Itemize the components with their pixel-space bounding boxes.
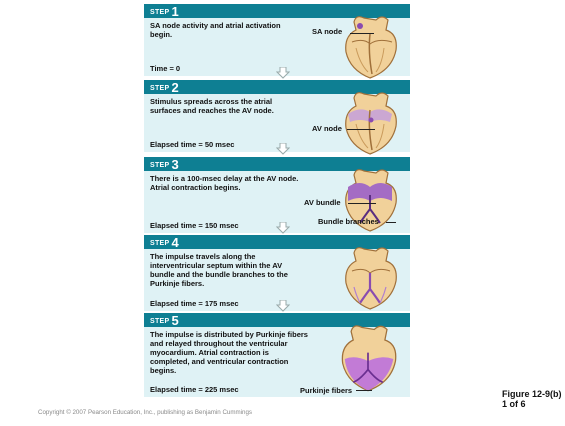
step-time: Elapsed time = 150 msec — [150, 221, 239, 230]
step-5-body: The impulse is distributed by Purkinje f… — [144, 327, 410, 397]
step-time: Time = 0 — [150, 64, 180, 73]
step-time: Elapsed time = 225 msec — [150, 385, 239, 394]
leader-line — [356, 390, 372, 391]
figure-number: Figure 12-9(b) — [502, 389, 562, 399]
step-number: 2 — [171, 81, 178, 94]
step-description: The impulse is distributed by Purkinje f… — [150, 330, 308, 375]
step-number: 5 — [171, 314, 178, 327]
label-bundle-branches: Bundle branches — [318, 217, 379, 226]
down-arrow-icon — [276, 300, 290, 312]
step-5-panel: STEP 5 The impulse is distributed by Pur… — [144, 313, 410, 397]
step-word: STEP — [150, 9, 169, 16]
down-arrow-icon — [276, 143, 290, 155]
leader-line — [348, 203, 376, 204]
leader-line — [386, 222, 396, 223]
step-number: 3 — [171, 158, 178, 171]
step-2-panel: STEP 2 Stimulus spreads across the atria… — [144, 80, 410, 152]
step-word: STEP — [150, 240, 169, 247]
step-word: STEP — [150, 318, 169, 325]
step-time: Elapsed time = 175 msec — [150, 299, 239, 308]
step-description: The impulse travels along the interventr… — [150, 252, 300, 288]
step-description: There is a 100-msec delay at the AV node… — [150, 174, 300, 192]
down-arrow-icon — [276, 222, 290, 234]
heart-illustration — [334, 243, 406, 315]
step-number: 1 — [171, 5, 178, 18]
step-word: STEP — [150, 85, 169, 92]
step-word: STEP — [150, 162, 169, 169]
step-time: Elapsed time = 50 msec — [150, 140, 234, 149]
down-arrow-icon — [276, 67, 290, 79]
heart-illustration — [334, 165, 406, 237]
figure-label: Figure 12-9(b) 1 of 6 — [502, 389, 562, 409]
heart-illustration — [334, 88, 406, 158]
label-purkinje-fibers: Purkinje fibers — [300, 386, 352, 395]
heart-illustration — [334, 12, 406, 82]
leader-line — [347, 129, 375, 130]
label-sa-node: SA node — [312, 27, 342, 36]
step-1-panel: STEP 1 SA node activity and atrial activ… — [144, 4, 410, 76]
copyright-text: Copyright © 2007 Pearson Education, Inc.… — [38, 409, 252, 416]
label-av-node: AV node — [312, 124, 342, 133]
step-description: Stimulus spreads across the atrial surfa… — [150, 97, 300, 115]
step-description: SA node activity and atrial activation b… — [150, 21, 300, 39]
step-number: 4 — [171, 236, 178, 249]
leader-line — [350, 33, 374, 34]
figure-page: 1 of 6 — [502, 399, 562, 409]
label-av-bundle: AV bundle — [304, 198, 341, 207]
